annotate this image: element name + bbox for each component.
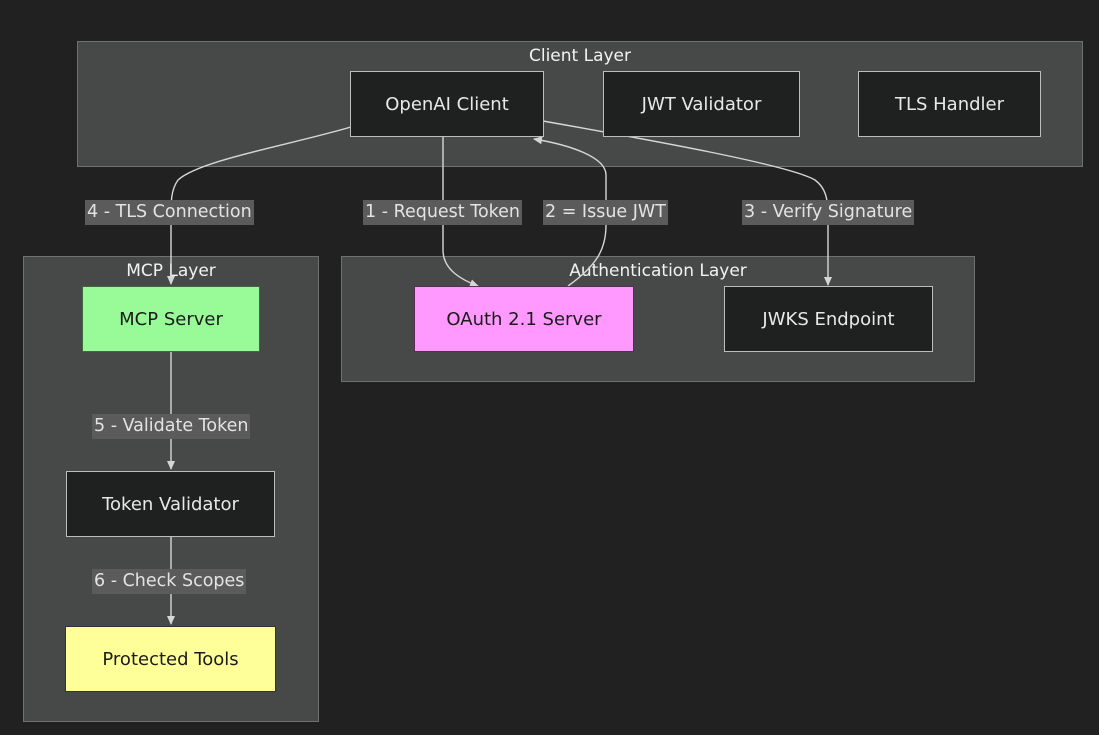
oauth-server-node[interactable]: OAuth 2.1 Server bbox=[414, 286, 634, 352]
authentication-layer-title: Authentication Layer bbox=[569, 261, 747, 281]
edge-label-validate-token: 5 - Validate Token bbox=[92, 414, 251, 439]
jwt-validator-node[interactable]: JWT Validator bbox=[603, 71, 800, 137]
edge-label-request-token: 1 - Request Token bbox=[363, 200, 523, 225]
client-layer-title: Client Layer bbox=[528, 46, 632, 66]
protected-tools-node[interactable]: Protected Tools bbox=[65, 626, 276, 692]
edge-issue-jwt bbox=[533, 136, 607, 287]
edge-request-token bbox=[442, 137, 479, 287]
edge-label-verify-signature: 3 - Verify Signature bbox=[742, 200, 915, 225]
edge-label-issue-jwt: 2 = Issue JWT bbox=[543, 200, 668, 225]
token-validator-node[interactable]: Token Validator bbox=[66, 471, 275, 537]
mcp-server-node[interactable]: MCP Server bbox=[82, 286, 260, 352]
tls-handler-node[interactable]: TLS Handler bbox=[858, 71, 1041, 137]
edge-label-tls-connection: 4 - TLS Connection bbox=[85, 200, 254, 225]
edge-label-check-scopes: 6 - Check Scopes bbox=[92, 569, 247, 594]
openai-client-node[interactable]: OpenAI Client bbox=[350, 71, 544, 137]
jwks-endpoint-node[interactable]: JWKS Endpoint bbox=[724, 286, 933, 352]
